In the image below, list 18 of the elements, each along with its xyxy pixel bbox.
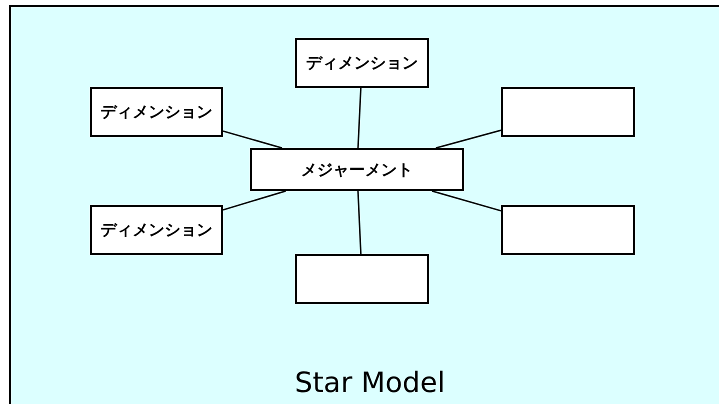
entity-box	[501, 87, 635, 137]
entity-box	[90, 87, 223, 137]
entity-box	[295, 254, 429, 304]
box-label: ディメンション	[100, 102, 212, 122]
connector-line	[222, 130, 282, 149]
connector-line	[357, 88, 362, 148]
entity-box	[250, 148, 464, 191]
box-label: ディメンション	[100, 220, 212, 240]
connector-line	[222, 190, 286, 211]
entity-box	[501, 205, 635, 255]
box-label: メジャーメント	[301, 160, 413, 180]
connector-line	[357, 190, 362, 254]
connector-line	[436, 130, 502, 149]
entity-box	[295, 38, 429, 88]
entity-box	[90, 205, 223, 255]
connector-line	[432, 190, 502, 212]
diagram-title: Star Model	[294, 366, 446, 400]
box-label: ディメンション	[306, 53, 418, 73]
